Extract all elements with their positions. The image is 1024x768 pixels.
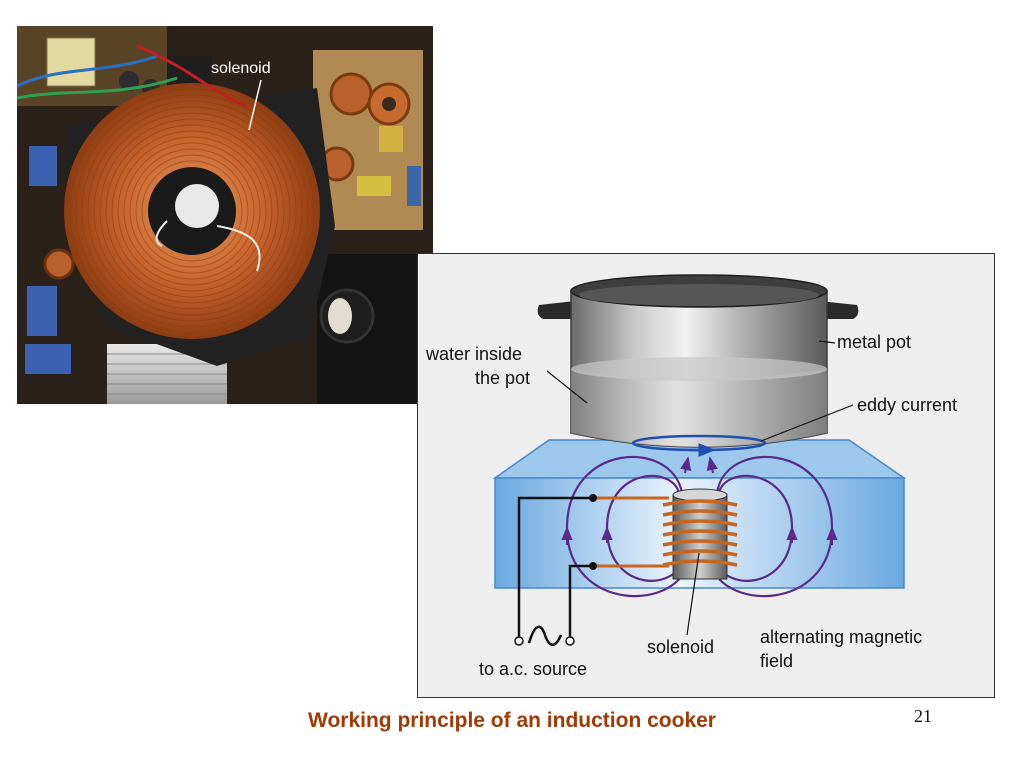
induction-cooker-photo: solenoid <box>17 26 433 404</box>
label-ac-source: to a.c. source <box>479 659 587 679</box>
label-field-line1: alternating magnetic <box>760 627 922 647</box>
induction-diagram: water inside the pot metal pot eddy curr… <box>417 253 995 698</box>
coil-leads <box>593 496 669 568</box>
coil-windings <box>69 88 315 334</box>
ac-wave-icon <box>527 625 563 646</box>
slide-caption: Working principle of an induction cooker <box>308 709 716 732</box>
leader-metal-pot <box>818 340 836 344</box>
label-water-line2: the pot <box>475 368 530 388</box>
photo-solenoid-leader <box>248 79 262 131</box>
supply-wires <box>517 496 593 637</box>
transformer <box>46 37 96 87</box>
page-number: 21 <box>914 706 932 726</box>
label-water-line1: water inside <box>425 344 522 364</box>
label-metal-pot: metal pot <box>837 332 911 352</box>
label-field-line2: field <box>760 651 793 671</box>
ac-terminal-right <box>565 636 575 646</box>
photo-solenoid-label: solenoid <box>211 60 271 77</box>
capacitor <box>29 146 57 186</box>
metal-pot <box>537 274 859 448</box>
pot-water <box>571 369 827 447</box>
temperature-sensor <box>175 184 219 228</box>
leader-solenoid <box>686 552 700 636</box>
ac-terminal-left <box>514 636 524 646</box>
solenoid-windings <box>662 499 738 567</box>
leader-water <box>546 370 588 404</box>
field-arrows <box>561 456 838 545</box>
water-surface <box>571 357 827 381</box>
pot-handle-left <box>537 301 575 319</box>
leader-eddy-current <box>760 404 854 442</box>
label-solenoid: solenoid <box>647 637 714 657</box>
solenoid-core <box>672 494 728 580</box>
pot-handle-right <box>819 301 859 319</box>
label-eddy-current: eddy current <box>857 395 957 415</box>
